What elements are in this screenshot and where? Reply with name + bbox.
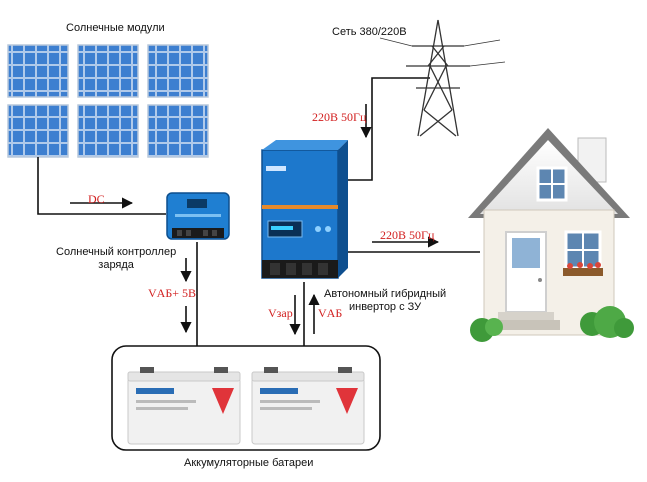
wiring <box>37 77 480 346</box>
solar-panel <box>147 44 209 98</box>
controller-output-label: VАБ+ 5В <box>148 286 196 300</box>
battery-enclosure <box>111 345 381 451</box>
solar-panel <box>7 44 69 98</box>
hybrid-inverter <box>261 140 348 279</box>
grid-label: Сеть 380/220В <box>332 26 407 38</box>
battery <box>251 367 365 445</box>
house-flow-label: 220В 50Гц <box>380 228 435 242</box>
charge-controller-label: Солнечный контроллер заряда <box>56 246 177 271</box>
house <box>468 128 634 342</box>
solar-panel <box>77 104 139 158</box>
battery <box>127 367 241 445</box>
solar-modules-label: Солнечные модули <box>66 22 165 34</box>
dc-wire <box>37 157 166 215</box>
battery-voltage-label: VАБ <box>318 306 343 320</box>
solar-panel <box>7 104 69 158</box>
grid-wire <box>338 77 430 181</box>
batteries-label: Аккумуляторные батареи <box>184 457 314 469</box>
charge-controller <box>166 192 230 240</box>
solar-panel <box>147 104 209 158</box>
power-pylon <box>379 19 506 137</box>
solar-panel <box>77 44 139 98</box>
inverter-label: Автономный гибридный инвертор с ЗУ <box>324 288 447 313</box>
grid-flow-label: 220В 50Гц <box>312 110 367 124</box>
charge-voltage-label: Vзар <box>268 306 293 320</box>
dc-flow-label: DC <box>88 192 105 206</box>
solar-panel-array <box>7 44 209 158</box>
